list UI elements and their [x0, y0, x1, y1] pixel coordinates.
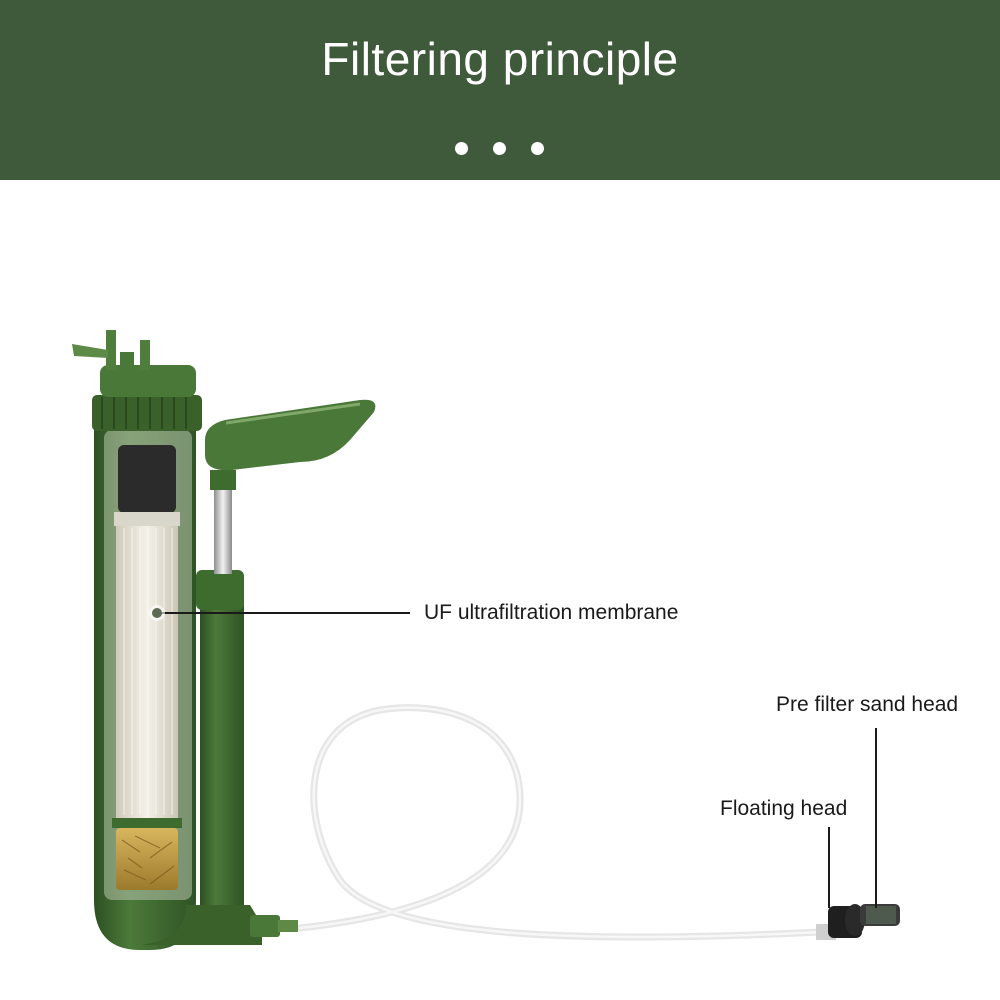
pump-cylinder [140, 570, 298, 945]
label-uf-membrane: UF ultrafiltration membrane [424, 601, 679, 624]
hose-end-heads [816, 904, 900, 940]
water-hose [296, 704, 824, 941]
decorative-dot [493, 142, 506, 155]
decorative-dot [531, 142, 544, 155]
pump-handle [205, 399, 376, 574]
membrane-cartridge [112, 445, 182, 890]
page-title: Filtering principle [321, 33, 679, 85]
decorative-dot [455, 142, 468, 155]
label-prefilter-sand-head: Pre filter sand head [776, 693, 959, 716]
callout-leaders [157, 612, 877, 908]
header-banner: Filtering principle [0, 0, 1000, 180]
label-floating-head: Floating head [720, 797, 848, 820]
